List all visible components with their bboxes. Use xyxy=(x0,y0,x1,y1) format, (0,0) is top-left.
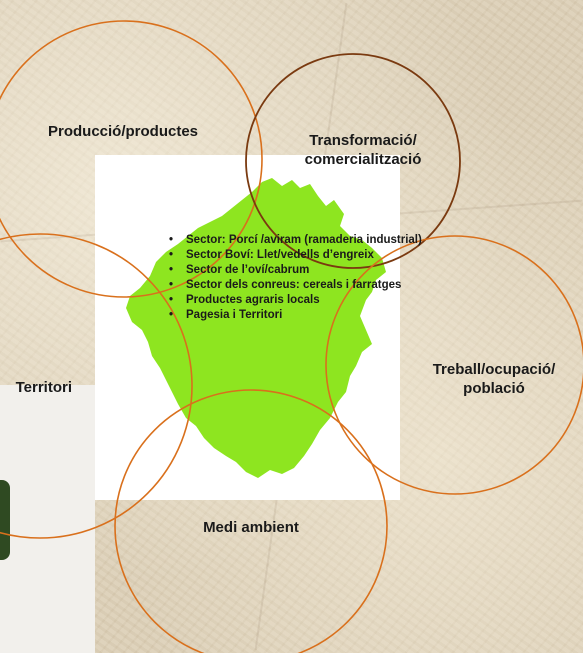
label-treball-line2: població xyxy=(463,380,525,397)
label-territori: Territori xyxy=(15,379,72,396)
list-item: Sector dels conreus: cereals i farratges xyxy=(165,278,435,293)
list-item: Pagesia i Territori xyxy=(165,308,435,323)
list-item: Sector: Porcí /aviram (ramaderia industr… xyxy=(165,233,435,248)
label-treball: Treball/ocupació/ població xyxy=(404,360,583,398)
left-white-panel xyxy=(0,385,95,653)
circle-produccio xyxy=(0,20,263,298)
label-medi: Medi ambient xyxy=(203,519,299,536)
dark-leaf-decoration xyxy=(0,480,10,560)
list-item: Sector de l’oví/cabrum xyxy=(165,263,435,278)
circle-territori xyxy=(0,233,193,539)
region-map xyxy=(126,178,386,478)
label-transformacio-line2: comercialització xyxy=(304,151,422,168)
list-item: Productes agraris locals xyxy=(165,293,435,308)
list-item: Sector Boví: Llet/vedells d’engreix xyxy=(165,248,435,263)
circle-treball xyxy=(325,235,583,495)
label-treball-line1: Treball/ocupació/ xyxy=(432,361,556,378)
label-transformacio: Transformació/ comercialització xyxy=(283,131,443,169)
circle-medi xyxy=(114,389,388,653)
label-produccio: Producció/productes xyxy=(47,123,199,140)
sector-list: Sector: Porcí /aviram (ramaderia industr… xyxy=(165,233,435,323)
label-transformacio-line1: Transformació/ xyxy=(309,132,417,149)
